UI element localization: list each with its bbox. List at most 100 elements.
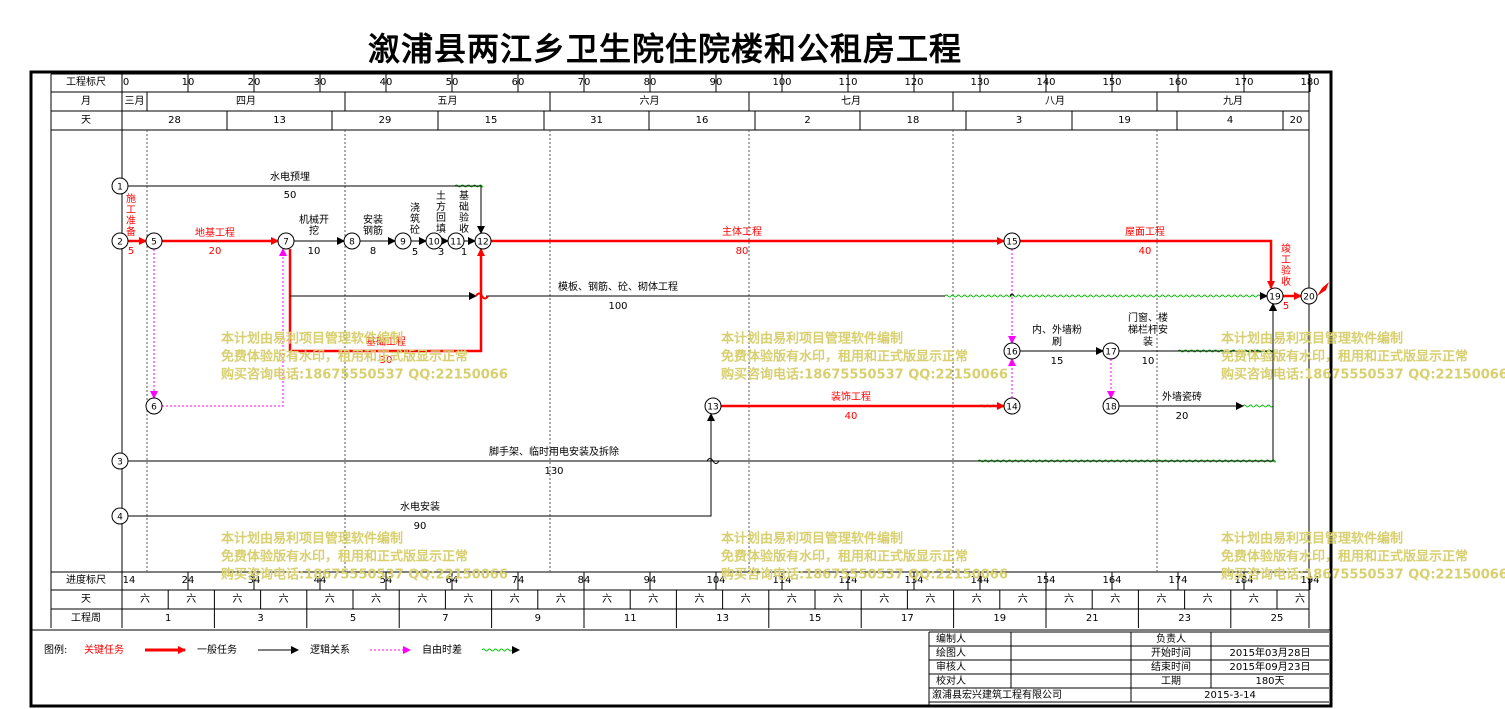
week-label: 5 bbox=[350, 613, 356, 624]
week-label: 13 bbox=[716, 613, 729, 624]
node-circle bbox=[1102, 397, 1120, 415]
task-name: 模板、钢筋、砼、砌体工程 bbox=[558, 280, 678, 293]
node-circle bbox=[145, 232, 163, 250]
signoff-label: 编制人 bbox=[936, 632, 966, 645]
node-circle bbox=[111, 452, 129, 470]
node-circle bbox=[111, 232, 129, 250]
scale-tick-label: 20 bbox=[248, 77, 261, 88]
scale-tick-label: 0 bbox=[123, 77, 129, 88]
legend-float-label: 自由时差 bbox=[422, 643, 462, 656]
task-name: 验 bbox=[459, 211, 469, 224]
node-number: 18 bbox=[1105, 403, 1117, 413]
week-label: 3 bbox=[257, 613, 263, 624]
task-duration: 10 bbox=[1142, 356, 1155, 367]
signoff-label: 开始时间 bbox=[1151, 646, 1191, 659]
scale-tick-label: 40 bbox=[380, 77, 393, 88]
scale-tick-label: 60 bbox=[512, 77, 525, 88]
task-name: 屋面工程 bbox=[1125, 226, 1165, 238]
day-label: 3 bbox=[1016, 115, 1022, 126]
task-name: 方 bbox=[436, 200, 446, 213]
progress-tick-label: 24 bbox=[182, 575, 195, 586]
month-row-label: 月 bbox=[81, 95, 91, 107]
weekday-label: 六 bbox=[1295, 593, 1305, 605]
week-label: 23 bbox=[1178, 613, 1191, 624]
signoff-label: 校对人 bbox=[936, 674, 966, 687]
node-circle bbox=[145, 397, 163, 415]
free-float-line bbox=[1242, 404, 1274, 408]
node-circle bbox=[1003, 397, 1021, 415]
task-name: 浇 bbox=[410, 201, 420, 214]
scale-tick-label: 100 bbox=[772, 77, 791, 88]
month-label: 六月 bbox=[640, 95, 660, 107]
node-number: 13 bbox=[707, 403, 718, 413]
free-float-line bbox=[481, 648, 513, 652]
node-number: 4 bbox=[117, 513, 123, 523]
node-number: 19 bbox=[1269, 293, 1281, 303]
legend-float-arrow bbox=[512, 646, 520, 654]
signoff-value: 2015年03月28日 bbox=[1230, 646, 1311, 659]
node-circle bbox=[343, 232, 361, 250]
month-label: 八月 bbox=[1045, 95, 1065, 107]
watermark-text: 本计划由易利项目管理软件编制 bbox=[221, 531, 403, 547]
task-name: 挖 bbox=[309, 224, 319, 237]
weekday-label: 六 bbox=[140, 593, 150, 605]
watermark-text: 本计划由易利项目管理软件编制 bbox=[721, 531, 903, 547]
task-name: 基础工程 bbox=[366, 335, 406, 348]
logic-link bbox=[162, 248, 287, 407]
signoff-label: 负责人 bbox=[1156, 632, 1186, 645]
task-name: 基 bbox=[459, 189, 469, 202]
task-name: 筑 bbox=[410, 212, 420, 225]
task-name: 填 bbox=[436, 222, 446, 235]
month-label: 五月 bbox=[438, 95, 458, 107]
node-number: 10 bbox=[428, 238, 440, 248]
weekday-label: 六 bbox=[694, 593, 704, 605]
task-name: 竣 bbox=[1281, 242, 1291, 255]
scale-tick-label: 130 bbox=[970, 77, 989, 88]
task-duration: 80 bbox=[736, 246, 749, 257]
progress-tick-label: 34 bbox=[248, 575, 261, 586]
watermark-text: 购买咨询电话:18675550537 QQ:22150066 bbox=[221, 567, 508, 583]
task-name: 内、外墙粉 bbox=[1032, 323, 1082, 336]
task-name: 回 bbox=[436, 212, 446, 224]
day-label: 28 bbox=[168, 115, 181, 126]
task-name: 外墙瓷砖 bbox=[1162, 390, 1202, 403]
day-label: 15 bbox=[485, 115, 498, 126]
progress-tick-label: 84 bbox=[578, 575, 591, 586]
task-name: 础 bbox=[459, 201, 469, 213]
weekday-label: 六 bbox=[1110, 593, 1120, 605]
signoff-label: 结束时间 bbox=[1151, 660, 1191, 673]
legend-logic-label: 逻辑关系 bbox=[310, 643, 350, 656]
progress-tick-label: 184 bbox=[1234, 575, 1253, 586]
month-label: 七月 bbox=[841, 95, 861, 107]
signoff-value: 2015年09月23日 bbox=[1230, 660, 1311, 673]
progress-row-label: 进度标尺 bbox=[66, 573, 106, 586]
task-name: 收 bbox=[459, 222, 469, 235]
task-name: 梯栏杆安 bbox=[1128, 323, 1168, 336]
task-name: 门窗、楼 bbox=[1128, 311, 1168, 324]
day-label: 13 bbox=[273, 115, 286, 126]
day-label: 4 bbox=[1227, 115, 1233, 126]
task-duration: 40 bbox=[845, 411, 858, 422]
progress-tick-label: 174 bbox=[1168, 575, 1187, 586]
task-duration: 5 bbox=[1283, 301, 1289, 312]
scale-tick-label: 180 bbox=[1300, 77, 1319, 88]
progress-tick-label: 64 bbox=[446, 575, 459, 586]
weekday-label: 六 bbox=[925, 593, 935, 605]
weekday-label: 六 bbox=[463, 593, 473, 605]
node-number: 12 bbox=[477, 238, 488, 248]
critical-task-arrow bbox=[288, 248, 485, 353]
progress-tick-label: 54 bbox=[380, 575, 393, 586]
progress-tick-label: 14 bbox=[123, 575, 136, 586]
task-duration: 30 bbox=[380, 355, 393, 366]
node-number: 7 bbox=[283, 238, 289, 248]
progress-tick-label: 134 bbox=[904, 575, 923, 586]
task-duration: 5 bbox=[128, 246, 134, 257]
node-circle bbox=[474, 232, 492, 250]
node-number: 9 bbox=[400, 238, 406, 248]
watermark-text: 免费体验版有水印，租用和正式版显示正常 bbox=[1221, 349, 1468, 365]
free-float-line bbox=[944, 294, 1263, 298]
task-name: 施 bbox=[126, 192, 136, 205]
watermark-text: 免费体验版有水印，租用和正式版显示正常 bbox=[1221, 549, 1468, 565]
node-circle bbox=[111, 177, 129, 195]
task-arrow bbox=[128, 303, 1277, 462]
